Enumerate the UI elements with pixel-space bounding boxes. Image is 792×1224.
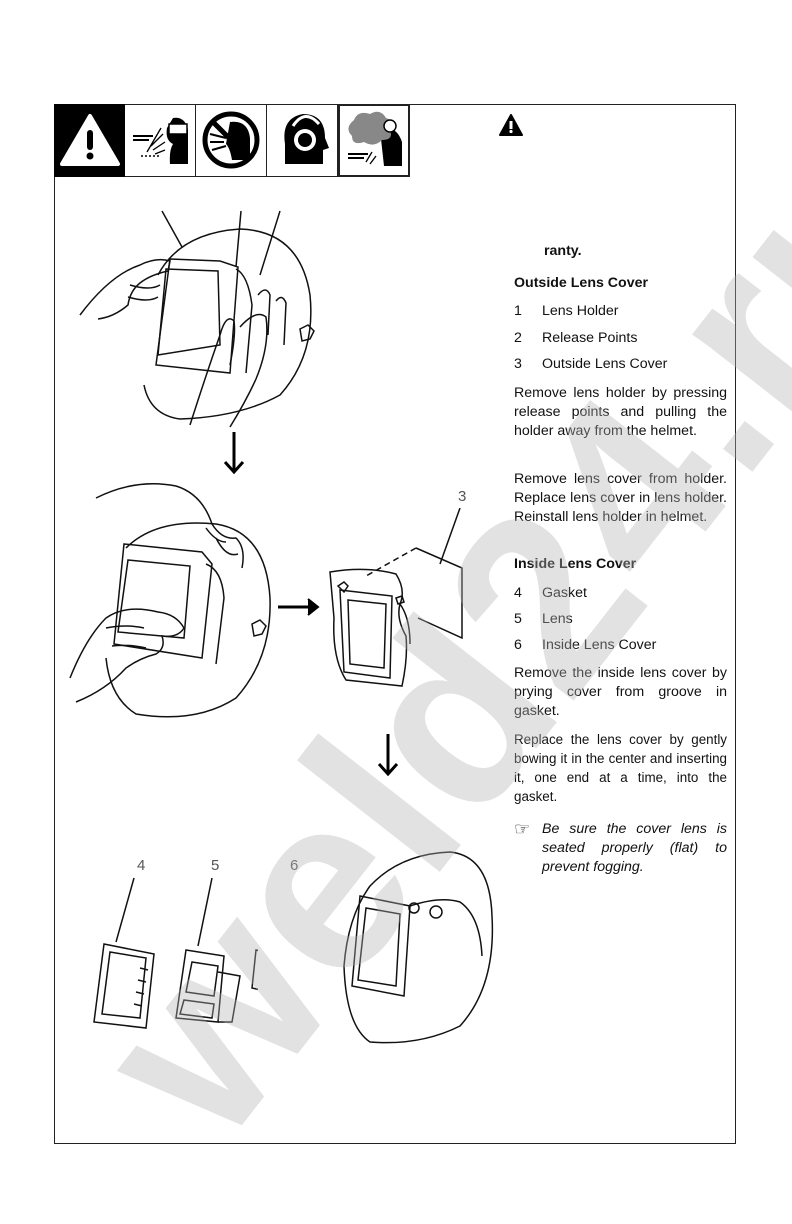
inside-lens-heading: Inside Lens Cover xyxy=(514,555,636,574)
note-text: Be sure the cover lens is seated properl… xyxy=(542,820,727,877)
no-eye-exposure-icon xyxy=(196,104,267,177)
lens-holder-illustration xyxy=(326,508,476,694)
warning-icon xyxy=(498,113,524,137)
callout-5: 5 xyxy=(211,857,219,874)
arc-rays-icon xyxy=(125,104,196,177)
inside-paragraph-2: Replace the lens cover by gently bowing … xyxy=(514,730,727,806)
outside-paragraph-1: Remove lens holder by pressing release p… xyxy=(514,384,727,441)
bottom-rule xyxy=(54,1143,736,1144)
helmet-release-illustration xyxy=(70,205,330,430)
callout-3: 3 xyxy=(458,488,466,505)
text-fragment: ranty. xyxy=(544,242,582,261)
arrow-down-icon xyxy=(376,732,400,776)
fumes-icon xyxy=(338,104,410,177)
outside-lens-heading: Outside Lens Cover xyxy=(514,274,648,293)
pointing-hand-icon: ☞ xyxy=(514,820,530,839)
inside-paragraph-1: Remove the inside lens cover by prying c… xyxy=(514,664,727,721)
helmet-removal-illustration xyxy=(66,468,276,730)
hearing-protection-icon xyxy=(267,104,338,177)
arrow-right-icon xyxy=(276,596,322,618)
hazard-symbol-strip xyxy=(54,104,410,177)
callout-6: 6 xyxy=(290,857,298,874)
outside-paragraph-2: Remove lens cover from holder. Replace l… xyxy=(514,470,727,527)
helmet-side-illustration xyxy=(340,846,500,1046)
gasket-lens-cover-illustration xyxy=(88,872,258,1032)
callout-4: 4 xyxy=(137,857,145,874)
warning-triangle-icon xyxy=(54,104,125,177)
